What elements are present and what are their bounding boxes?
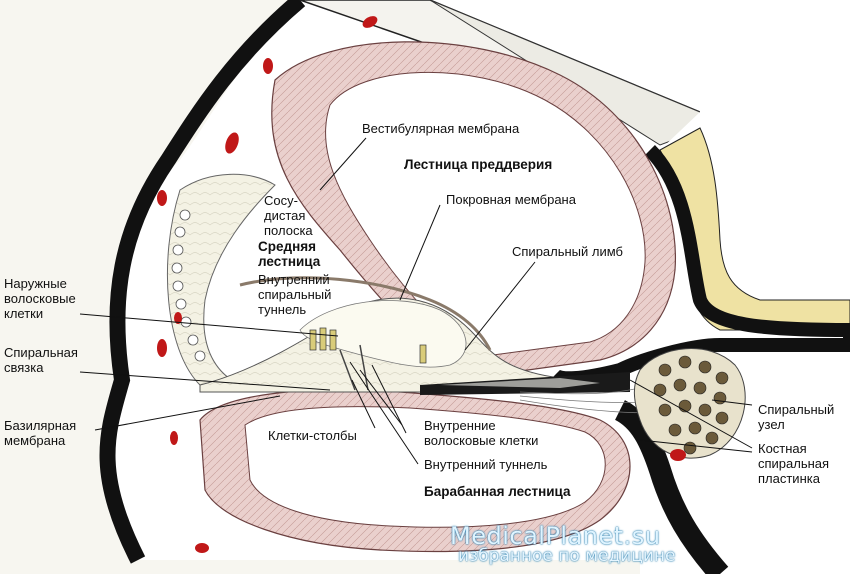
label-spiral-limbus: Спиральный лимб [512,244,623,259]
label-inner-tunnel: Внутренний туннель [424,457,548,472]
label-pillar-cells: Клетки-столбы [268,428,357,443]
label-inner-spiral-tunnel: Внутренний спиральный туннель [258,272,332,317]
label-vestibular-membrane: Вестибулярная мембрана [362,121,520,136]
label-spiral-ganglion: Спиральный узел [758,402,835,432]
watermark-tagline: избранное по медицине [458,546,676,566]
label-stria-vascularis: Сосу- дистая полоска [264,193,313,238]
label-scala-media: Средняя лестница [258,239,321,269]
watermark-site: MedicalPlanet.su [450,522,661,550]
label-spiral-ligament: Спиральная связка [4,345,78,375]
label-scala-tympani: Барабанная лестница [424,484,571,499]
label-scala-vestibuli: Лестница преддверия [404,157,553,172]
label-osseous-spiral-lamina: Костная спиральная пластинка [758,441,830,486]
label-inner-hair-cells: Внутренние волосковые клетки [424,418,539,448]
label-tectorial-membrane: Покровная мембрана [446,192,576,207]
label-basilar-membrane: Базилярная мембрана [4,418,77,448]
label-outer-hair-cells: Наружные волосковые клетки [4,276,76,321]
